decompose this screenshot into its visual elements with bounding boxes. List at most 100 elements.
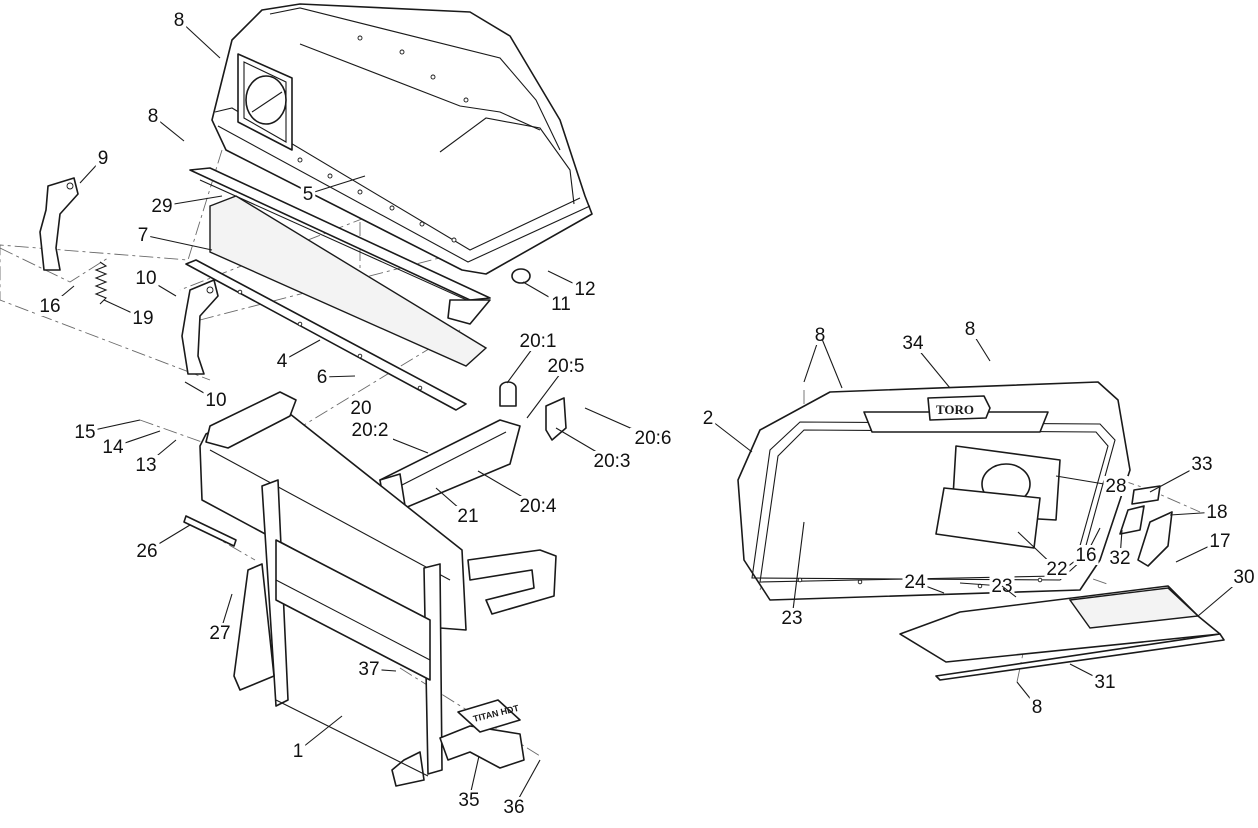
callout-label: 17 [1209,531,1230,552]
leader-line [707,417,753,453]
callout-label-bg [300,184,316,204]
callout-label: 15 [74,422,95,443]
callout-label: 23 [781,608,802,629]
callout-label: 16 [39,296,60,317]
callout-label-bg [1204,502,1230,522]
deflector [899,585,1225,681]
callout-label: 28 [1105,476,1126,497]
callout-label-bg [130,308,156,328]
callout-label-bg [589,451,635,471]
callout-label-bg [149,196,175,216]
hitch-frame [233,479,443,787]
callout-label-bg [95,148,111,168]
callout-label: 20:5 [548,356,585,377]
callout-label-bg [455,506,481,526]
callout-label: 24 [904,572,926,593]
callout-label: 19 [132,308,153,329]
callout-label-bg [700,408,716,428]
leader-line [821,338,843,389]
callout-label: 14 [102,437,124,458]
callout-label-bg [100,437,126,457]
callout-label: 20 [350,398,371,419]
callout-label-bg [501,797,527,817]
callout-label-bg [1189,454,1215,474]
callout-label-bg [356,659,382,679]
leader-line [297,715,343,752]
callout-label-bg [812,325,828,345]
callout-label: 18 [1206,502,1227,523]
callout-label: 16 [1075,545,1096,566]
callout-label: 8 [148,106,159,127]
callout-label-bg [314,367,330,387]
callout-label: 22 [1046,559,1067,580]
leader-line [1001,585,1017,598]
callout-label-bg [515,496,561,516]
callout-label: 32 [1109,548,1130,569]
callout-label-bg [1231,567,1257,587]
callout-label-bg [171,10,187,30]
leader-line [307,175,366,195]
callout-label-bg [134,541,160,561]
callout-label: 31 [1094,672,1115,693]
callout-label: 26 [136,541,157,562]
callout-label-bg [135,225,151,245]
callout-label-bg [543,356,589,376]
gasket-strip [189,167,491,325]
callout-label: 21 [457,506,478,527]
callout-label: 8 [965,319,976,340]
mounting-plate [209,195,488,367]
callout-label: 2 [703,408,714,429]
callout-label: 20:4 [520,496,557,517]
callout-label-bg [274,351,290,371]
callout-label: 8 [815,325,826,346]
callout-label-bg [572,279,598,299]
hitch-pin [183,515,237,547]
callout-label: 11 [551,294,571,315]
callout-label: 6 [317,367,328,388]
callout-label-bg [779,608,805,628]
callout-label-bg [1029,697,1045,717]
callout-label-bg [145,106,161,126]
callout-label: 7 [138,225,149,246]
hitch-tongue: TITAN HDT [439,699,525,769]
brackets [39,177,219,375]
callout-label: 29 [151,196,172,217]
housing-logo-text: TORO [936,402,974,417]
leader-line [791,521,805,619]
callout-label: 4 [277,351,288,372]
callout-label: 10 [205,390,226,411]
callout-label-bg [1107,548,1133,568]
callout-label: 20:3 [594,451,631,472]
washer [511,268,531,284]
callout-label-bg [515,331,561,351]
callout-label-bg [348,398,374,418]
callout-label: 36 [503,797,524,818]
callout-label-bg [902,572,928,592]
callout-label: 5 [303,184,314,205]
callout-label-bg [290,741,306,761]
callout-label: 27 [209,623,230,644]
callout-label: 8 [174,10,185,31]
callout-label-bg [1092,672,1118,692]
callout-label-bg [1044,559,1070,579]
spring [94,261,108,305]
callout-label: 20:1 [520,331,557,352]
callout-label-bg [347,420,393,440]
callout-label: 34 [902,333,924,354]
callout-label-bg [548,294,574,314]
callout-label: 12 [574,279,595,300]
callout-label-bg [456,790,482,810]
callout-label: 10 [135,268,156,289]
callout-label-bg [962,319,978,339]
callout-label-bg [37,296,63,316]
callout-label: 1 [293,741,304,762]
callout-label-bg [630,428,676,448]
callout-label-bg [72,422,98,442]
side-housing: TORO [737,381,1131,601]
callout-label-bg [1073,545,1099,565]
callout-label-bg [207,623,233,643]
callout-label: 9 [98,148,109,169]
callout-label-bg [1207,531,1233,551]
